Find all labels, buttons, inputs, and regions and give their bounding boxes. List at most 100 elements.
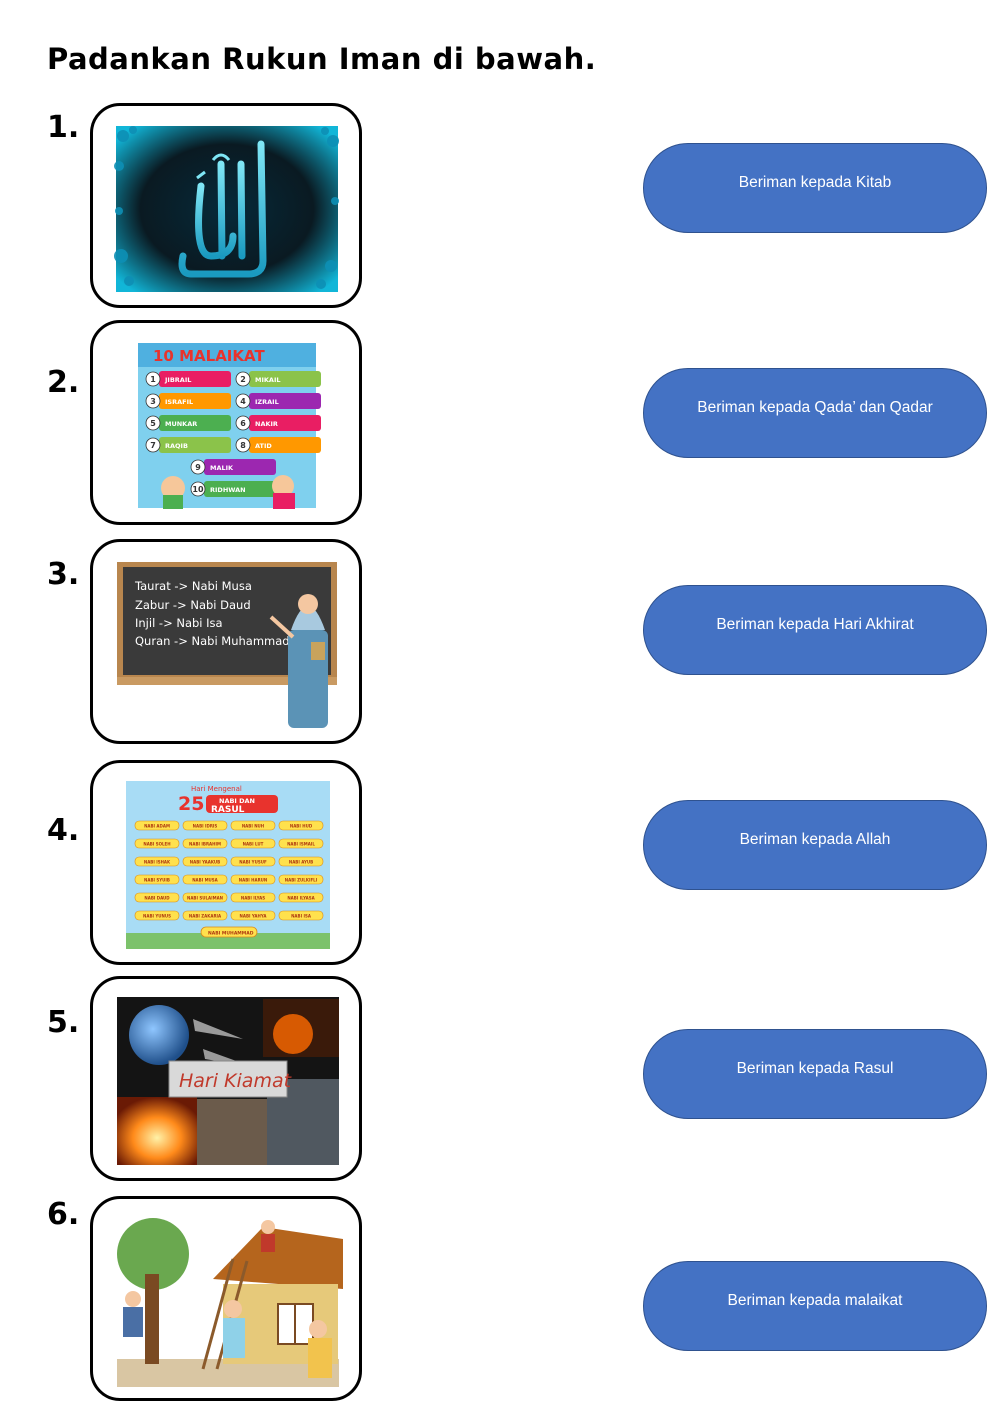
angel-number: 4 [240, 397, 246, 406]
item-number-1: 1. [47, 110, 80, 145]
image-card-1[interactable] [90, 103, 362, 308]
prophet-name: NABI HARUN [239, 878, 268, 883]
option-hari-akhirat-button[interactable]: Beriman kepada Hari Akhirat [643, 585, 987, 675]
prophet-name: NABI ISMAIL [287, 842, 315, 847]
prophet-badge [230, 910, 276, 921]
prophet-name: NABI SOLEH [143, 842, 170, 847]
nabi-header-small: Hari Mengenal [191, 785, 242, 793]
angel-number: 7 [150, 441, 156, 450]
angel-number: 3 [150, 397, 156, 406]
prophet-name: NABI YAAKUB [190, 860, 220, 865]
prophet-badge [278, 856, 324, 867]
prophet-badge [278, 820, 324, 831]
angel-name: ISRAFIL [165, 398, 193, 406]
option-malaikat-button[interactable]: Beriman kepada malaikat [643, 1261, 987, 1351]
prophet-name: NABI IBRAHIM [189, 842, 221, 847]
prophet-badge [134, 874, 180, 885]
angel-name: ATID [255, 442, 272, 450]
item-number-4: 4. [47, 813, 80, 848]
angel-number-badge [235, 393, 251, 409]
prophet-badge [182, 838, 228, 849]
hari-kiamat-image: Hari Kiamat [117, 997, 339, 1165]
prophet-name: NABI LUT [243, 842, 264, 847]
prophet-name: NABI MUSA [192, 878, 218, 883]
option-kitab-button[interactable]: Beriman kepada Kitab [643, 143, 987, 233]
angel-number-badge [235, 371, 251, 387]
nabi-header-bottom: RASUL [211, 805, 245, 815]
kitab-line-4: Quran -> Nabi Muhammad [135, 634, 290, 648]
prophet-badge [134, 892, 180, 903]
angel-name: MALIK [210, 464, 234, 472]
prophet-badge [230, 820, 276, 831]
nabi-rasul-poster-image: Hari Mengenal 25 NABI DAN RASUL NABI ADA… [126, 781, 330, 949]
prophet-name: NABI IDRIS [193, 824, 218, 829]
angel-name: MIKAIL [255, 376, 281, 384]
malaikat-header: 10 MALAIKAT [153, 347, 265, 365]
allah-calligraphy-image [114, 126, 339, 292]
item-number-6: 6. [47, 1197, 80, 1232]
angel-row [249, 437, 321, 453]
angel-row [249, 393, 321, 409]
angel-number-badge [145, 415, 161, 431]
prophet-name: NABI ADAM [144, 824, 170, 829]
prophet-name: NABI ILYASA [287, 896, 315, 901]
angel-name: JIBRAIL [164, 376, 191, 384]
nabi-header-num: 25 [178, 793, 204, 815]
prophet-badge [134, 838, 180, 849]
image-card-3[interactable]: Taurat -> Nabi Musa Zabur -> Nabi Daud I… [90, 539, 362, 744]
prophet-badge [182, 856, 228, 867]
angel-number-badge [145, 393, 161, 409]
kitab-line-1: Taurat -> Nabi Musa [134, 579, 252, 593]
angel-number-badge [235, 437, 251, 453]
angel-row [159, 437, 231, 453]
prophet-name: NABI ZAKARIA [189, 914, 222, 919]
angel-number: 9 [195, 463, 201, 472]
prophet-name: NABI SYUIB [144, 878, 170, 883]
angel-name: RIDHWAN [210, 486, 246, 494]
prophet-badge [278, 910, 324, 921]
angel-number: 6 [240, 419, 246, 428]
angel-number: 2 [240, 375, 246, 384]
option-rasul-button[interactable]: Beriman kepada Rasul [643, 1029, 987, 1119]
prophet-name: NABI ISHAK [144, 860, 171, 865]
prophet-badge [230, 874, 276, 885]
prophet-badge [182, 892, 228, 903]
prophet-badge [134, 856, 180, 867]
angel-name: NAKIR [255, 420, 278, 428]
image-card-6[interactable] [90, 1196, 362, 1401]
angel-number-badge [145, 437, 161, 453]
prophet-badge [182, 874, 228, 885]
page-title: Padankan Rukun Iman di bawah. [47, 42, 597, 76]
prophet-badge [134, 820, 180, 831]
kitab-line-3: Injil -> Nabi Isa [135, 616, 223, 630]
angel-row [159, 415, 231, 431]
kiamat-caption: Hari Kiamat [179, 1070, 293, 1092]
item-number-5: 5. [47, 1005, 80, 1040]
angel-row [204, 459, 276, 475]
image-card-4[interactable]: Hari Mengenal 25 NABI DAN RASUL NABI ADA… [90, 760, 362, 965]
item-number-2: 2. [47, 365, 80, 400]
angel-row [249, 415, 321, 431]
angel-row [159, 393, 231, 409]
prophet-badge [230, 892, 276, 903]
angel-number: 5 [150, 419, 156, 428]
angel-number: 8 [240, 441, 246, 450]
kitab-line-2: Zabur -> Nabi Daud [135, 598, 251, 612]
option-allah-button[interactable]: Beriman kepada Allah [643, 800, 987, 890]
prophet-badge [182, 910, 228, 921]
prophet-name: NABI DAUD [144, 896, 170, 901]
angel-number: 10 [192, 485, 204, 494]
item-number-3: 3. [47, 557, 80, 592]
angel-name: IZRAIL [255, 398, 279, 406]
prophet-name: NABI AYUB [289, 860, 313, 865]
angel-number-badge [190, 481, 206, 497]
option-qada-qadar-button[interactable]: Beriman kepada Qada’ dan Qadar [643, 368, 987, 458]
prophet-badge [278, 838, 324, 849]
nabi-last: NABI MUHAMMAD [208, 931, 254, 937]
prophet-name: NABI ZULKIFLI [285, 878, 318, 883]
image-card-5[interactable]: Hari Kiamat [90, 976, 362, 1181]
angel-name: RAQIB [165, 442, 188, 450]
angel-number-badge [145, 371, 161, 387]
